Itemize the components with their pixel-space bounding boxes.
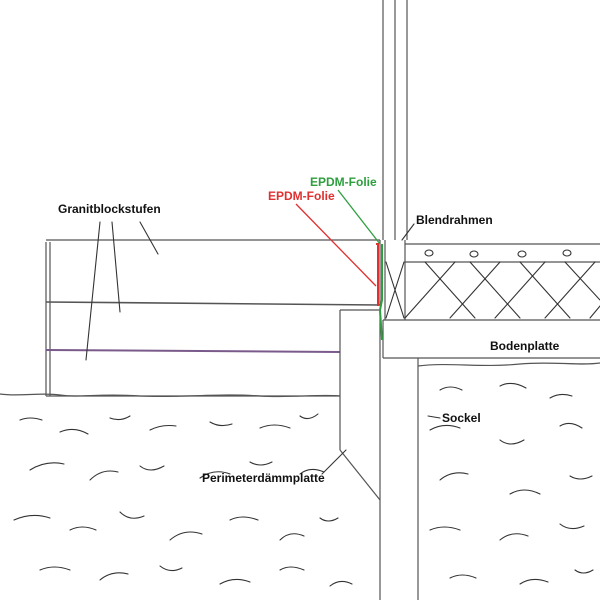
floor-slab <box>382 319 600 359</box>
label-granite-steps: Granitblockstufen <box>58 202 161 216</box>
label-floor-slab: Bodenplatte <box>490 339 560 353</box>
base-wall <box>379 310 419 600</box>
label-insulation: Perimeterdämmplatte <box>202 471 325 485</box>
ground-line <box>0 362 600 398</box>
soil-texture <box>13 382 594 587</box>
wall-frame-lines <box>382 0 408 240</box>
label-frame: Blendrahmen <box>416 213 493 227</box>
perimeter-insulation-board <box>339 309 381 501</box>
epdm-foils <box>376 243 383 341</box>
leader-lines <box>85 189 441 475</box>
label-base: Sockel <box>442 411 481 425</box>
frame-hatch <box>384 240 600 320</box>
label-epdm-red: EPDM-Folie <box>268 189 335 203</box>
label-epdm-green: EPDM-Folie <box>310 175 377 189</box>
